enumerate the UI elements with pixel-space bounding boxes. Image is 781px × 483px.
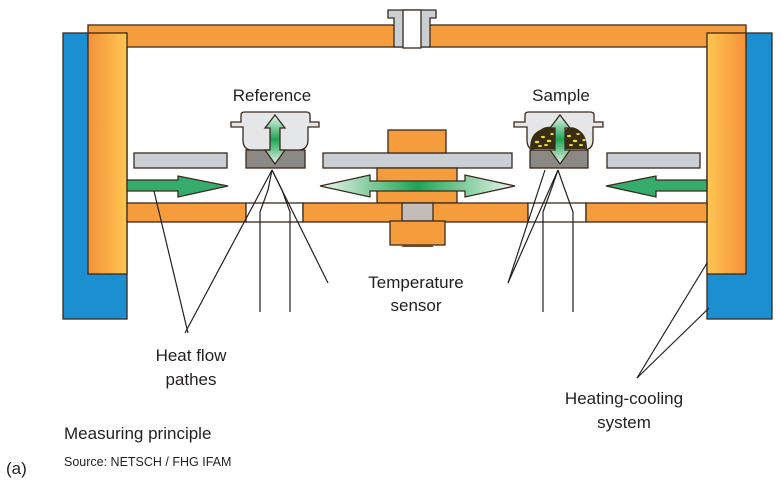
heat-flow-label-line2: pathes — [165, 370, 216, 389]
sample-vertical-arrow — [548, 113, 572, 166]
base-plate-gap-reference — [245, 202, 304, 223]
shield-right — [606, 152, 701, 169]
center-post — [401, 202, 434, 222]
heating-cooling-label-line2: system — [597, 413, 651, 432]
heat-arrow-center-double — [319, 174, 516, 198]
heat-flow-label-line1: Heat flow — [156, 346, 228, 365]
caption-source: Source: NETSCH / FHG IFAM — [64, 455, 231, 469]
sample-material — [530, 126, 587, 149]
reference-label: Reference — [233, 86, 311, 105]
sample-label: Sample — [532, 86, 590, 105]
heating-cooling-pointer-2 — [636, 307, 710, 379]
heat-flow-pointer-1 — [153, 190, 189, 334]
reference-sensor-wires — [184, 169, 329, 334]
top-connector — [387, 9, 437, 49]
sample-crucible — [513, 111, 604, 169]
reference-crucible — [230, 111, 320, 169]
temperature-sensor-label-line1: Temperature — [368, 273, 463, 292]
temperature-sensor-label-line2: sensor — [390, 296, 441, 315]
heater-right — [706, 32, 747, 275]
base-plate-left — [126, 202, 247, 223]
heating-cooling-label-line1: Heating-cooling — [565, 389, 683, 408]
sample-sensor-wires — [507, 169, 574, 312]
heat-arrow-left — [126, 175, 229, 198]
shield-center — [322, 152, 513, 169]
heating-cooling-pointer-1 — [636, 262, 708, 379]
base-plate-right — [585, 202, 708, 223]
reference-vertical-arrow — [263, 113, 287, 166]
center-foot-base — [402, 245, 433, 247]
caption-title: Measuring principle — [64, 424, 211, 443]
heater-left — [87, 32, 128, 275]
shield-left — [133, 152, 228, 169]
center-foot — [389, 220, 446, 246]
heat-arrow-right — [605, 175, 708, 198]
panel-tag: (a) — [6, 459, 27, 478]
center-block-top — [387, 129, 447, 154]
